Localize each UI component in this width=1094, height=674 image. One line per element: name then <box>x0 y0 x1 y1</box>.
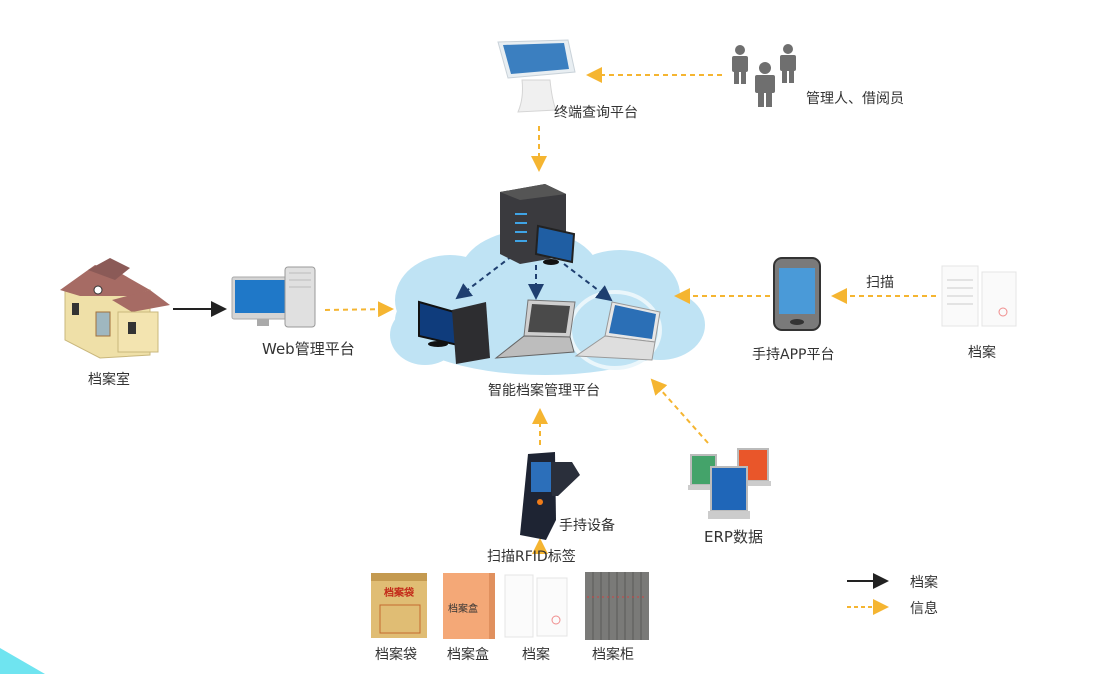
server-icon <box>500 184 576 265</box>
smartphone-icon <box>773 257 821 331</box>
net-server-laptop2 <box>563 263 613 302</box>
archive-box-icon <box>443 573 495 639</box>
archive-cabinet-icon <box>585 572 649 640</box>
archive-room-label: 档案室 <box>88 372 130 388</box>
app-platform-label: 手持APP平台 <box>752 347 835 363</box>
envelope-title-text: 档案袋 <box>383 586 415 599</box>
document-icon <box>941 265 1017 327</box>
erp-screens-icon <box>688 448 771 519</box>
legend-archive-label: 档案 <box>910 575 938 591</box>
edge-web-core <box>324 301 394 318</box>
bottom-item-envelope-label: 档案袋 <box>375 647 417 663</box>
bottom-item-box-label: 档案盒 <box>447 647 489 663</box>
laptop-icon <box>574 301 661 361</box>
corner-accent <box>0 648 45 674</box>
legend-info-label: 信息 <box>910 601 938 617</box>
document-icon <box>504 574 568 638</box>
box-title-text: 档案盒 <box>448 602 478 615</box>
kiosk-icon <box>497 39 576 113</box>
core-platform-label: 智能档案管理平台 <box>488 383 600 399</box>
bottom-item-document-label: 档案 <box>522 647 550 663</box>
people-icon <box>732 44 796 107</box>
rfid-scan-label: 扫描RFID标签 <box>487 549 576 565</box>
scan-label: 扫描 <box>866 275 894 291</box>
document-right-label: 档案 <box>968 345 996 361</box>
archive-envelope-icon <box>371 573 427 638</box>
erp-label: ERP数据 <box>704 528 763 546</box>
handheld-label: 手持设备 <box>559 518 615 534</box>
desktop-computer-icon <box>231 266 316 328</box>
web-platform-label: Web管理平台 <box>262 340 355 358</box>
edge-erp-core <box>650 378 709 444</box>
laptop-icon <box>494 299 576 359</box>
desktop-icon <box>418 300 490 364</box>
net-server-desktop <box>455 255 513 300</box>
building-icon <box>60 258 170 359</box>
rfid-scanner-icon <box>520 452 580 540</box>
kiosk-label: 终端查询平台 <box>554 105 638 121</box>
bottom-item-cabinet-label: 档案柜 <box>592 647 634 663</box>
users-label: 管理人、借阅员 <box>806 91 904 107</box>
